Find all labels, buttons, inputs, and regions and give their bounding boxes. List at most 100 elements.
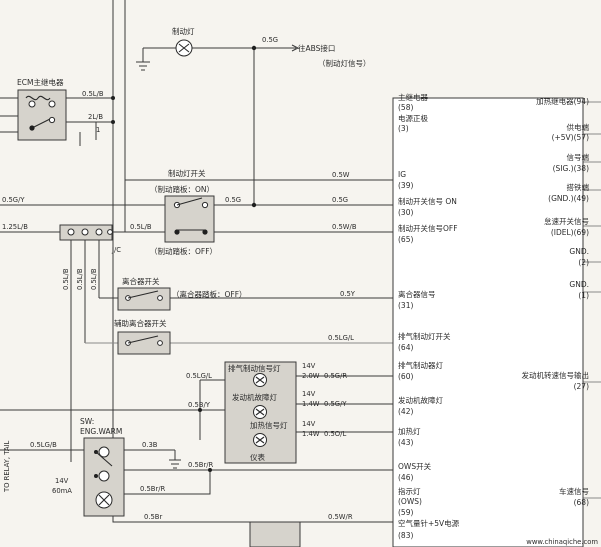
labels: ECM主继电器 制动灯 0.5G 往ABS接口 （制动灯信号） 0.5L/B 2… [2, 26, 371, 521]
relay-coil [25, 95, 51, 101]
eng-warm-switch [83, 437, 125, 517]
brake-switch [164, 195, 215, 243]
ecu-pin-58: (58) [398, 103, 413, 112]
ecu-right-labels: 加热继电器(94) 供电端 (+5V)(57) 信号端 (SIG.)(38) 搭… [522, 96, 590, 507]
ecu-pin-68: (68) [574, 498, 589, 507]
instrument-cluster [224, 361, 297, 464]
ecu-pin-49: (GND.)(49) [548, 194, 589, 203]
label-ig-wire: 0.5W [332, 171, 350, 179]
ecu-pin-2: (2) [578, 258, 589, 267]
ecu-body [392, 97, 584, 547]
lamp-filament [178, 43, 190, 53]
label-lamp2-wire: 0.5G/Y [324, 400, 347, 408]
wire-0-5b-y [0, 403, 393, 411]
label-0-5lg-l: 0.5LG/L [328, 334, 354, 342]
ecu-pin-ig: IG [398, 170, 406, 179]
label-lamp2-w: 1.4W [302, 400, 320, 408]
label-clutch-pedal-off: （离合器踏板：OFF） [172, 289, 247, 299]
label-0-5lg-l-2: 0.5LG/L [186, 372, 212, 380]
label-lamp1-v: 14V [302, 362, 316, 370]
ecu-pin-64: (64) [398, 343, 413, 352]
label-ecm-relay: ECM主继电器 [17, 77, 64, 87]
label-ecm-wire3: 1 [96, 126, 100, 134]
wire-0-5br-r [124, 470, 211, 495]
air-flow-meter-box [249, 521, 301, 547]
indicator-filament [98, 494, 110, 506]
ecu-pin-46: (46) [398, 473, 413, 482]
ecu-pin-supply: 供电端 [567, 122, 590, 132]
ecm-relay [17, 89, 67, 141]
ecu-left-labels: 主继电器 (58) 电源正极 (3) IG (39) 制动开关信号 ON (30… [398, 92, 460, 540]
engine-lamp-filament [255, 408, 265, 416]
label-0-5g: 0.5G [225, 196, 241, 204]
label-abs: 往ABS接口 [298, 43, 335, 53]
ecu-pin-speed: 车速信号 [559, 486, 589, 496]
ecu-pin-57: (+5V)(57) [552, 133, 590, 142]
ground-symbol-brake-lamp [136, 48, 150, 71]
label-lamp3-w: 1.4W [302, 430, 320, 438]
ecu-pin-clutch: 离合器信号 [398, 289, 436, 299]
relay-contact [31, 117, 53, 129]
label-0-5b-y: 0.5B/Y [188, 401, 211, 409]
ecu-pin-43: (43) [398, 438, 413, 447]
watermark: www.chinaqiche.com [526, 538, 598, 546]
label-lamp3-v: 14V [302, 420, 316, 428]
ecu-pin-engine-lamp: 发动机故障灯 [398, 395, 443, 405]
arrow-to-abs [291, 44, 300, 52]
ecu-pin-42: (42) [398, 407, 413, 416]
label-0-5br-r-2: 0.5Br/R [140, 485, 166, 493]
exhaust-lamp-filament [255, 376, 265, 384]
ecu-pin-power: 电源正极 [398, 113, 428, 123]
ecu-pin-gnd-2-label: GND. [569, 247, 589, 256]
wire-ecm-right [66, 97, 113, 146]
label-lamp3-wire: 0.5O/L [324, 430, 346, 438]
ecu-pin-exhaust-switch: 排气制动灯开关 [398, 331, 451, 341]
ecu-pin-3: (3) [398, 124, 409, 133]
eng-warm-contact [95, 451, 113, 467]
wires [0, 0, 601, 523]
aux-clutch-contact [127, 335, 159, 344]
label-lamp-rating-v: 14V [55, 477, 69, 485]
wire-0-3b-ground [0, 449, 181, 469]
ecu-pin-brake-off: 制动开关信号OFF [398, 223, 458, 233]
ecu-pin-59: (59) [398, 508, 413, 517]
label-jc-drop-3: 0.5L/B [90, 268, 98, 290]
label-ecm-wire2: 2L/B [88, 113, 103, 121]
ecu-pin-exhaust-lamp: 排气制动器灯 [398, 360, 443, 370]
label-heat-lamp: 加热信号灯 [250, 420, 288, 430]
jc-connector [59, 224, 113, 241]
wire-right-stubs [583, 101, 601, 499]
ecu-pin-indicator: 指示灯 [398, 486, 421, 496]
ecu-pin-27: (27) [574, 382, 589, 391]
ecu-pin-rpm-out: 发动机转速信号输出 [522, 370, 590, 380]
ecu-pin-83: (83) [398, 531, 413, 540]
ecu-pin-ground: 搭铁端 [567, 182, 590, 192]
label-sw: SW: [80, 417, 94, 426]
clutch-switch [117, 287, 171, 311]
label-0-5l-b-jc: 0.5L/B [130, 223, 152, 231]
label-lamp1-wire: 0.5G/R [324, 372, 347, 380]
label-clutch-switch: 离合器开关 [122, 276, 160, 286]
clutch-contact [127, 290, 159, 299]
label-lamp-rating-ma: 60mA [52, 487, 72, 495]
heat-lamp-filament [255, 436, 265, 444]
label-brake-pedal-off: （制动踏板：OFF） [150, 246, 217, 256]
label-0-5lg-b: 0.5LG/B [30, 441, 57, 449]
brake-switch-on-contact [176, 197, 203, 206]
label-jc: J/C [111, 246, 121, 254]
ecu-pin-ows: (OWS) [398, 497, 422, 506]
ecu-pin-31: (31) [398, 301, 413, 310]
label-lamp2-v: 14V [302, 390, 316, 398]
label-1-25l-b: 1.25L/B [2, 223, 28, 231]
label-0-5br-r: 0.5Br/R [188, 461, 214, 469]
ecu-pin-65: (65) [398, 235, 413, 244]
ecu-pin-30: (30) [398, 208, 413, 217]
label-lamp1-w: 2.0W [302, 372, 320, 380]
label-0-3b: 0.3B [142, 441, 158, 449]
label-0-5br: 0.5Br [144, 513, 162, 521]
ecu-pin-brake-on: 制动开关信号 ON [398, 196, 457, 206]
aux-clutch-switch [117, 331, 171, 355]
label-aux-clutch-switch: 辅助离合器开关 [114, 318, 167, 328]
ecu-pin-signal: 信号端 [567, 152, 590, 162]
ecu-pin-main-relay: 主继电器 [398, 92, 428, 102]
